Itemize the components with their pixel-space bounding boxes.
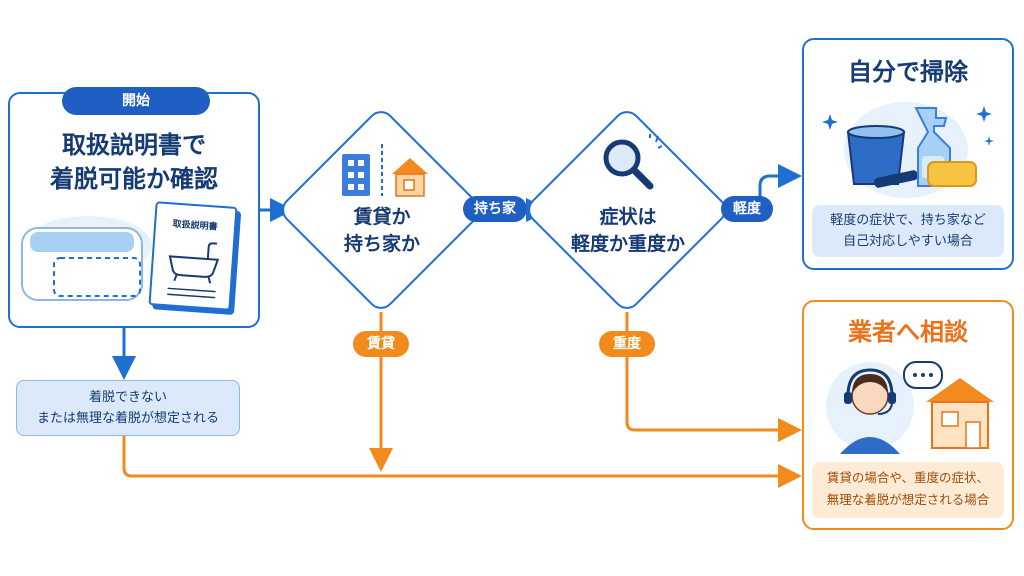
decision2-text: 症状は 軽度か重度か [568,204,688,258]
outcome-self-title: 自分で掃除 [848,58,968,86]
self-desc-line2: 自己対応しやすい場合 [843,234,973,249]
vendor-desc-line1: 賃貸の場合や、重度の症状、 [826,470,990,485]
outcome-self-desc: 軽度の症状で、持ち家など 自己対応しやすい場合 [812,205,1004,257]
label-mild: 軽度 [721,196,773,222]
decision1-text: 賃貸か 持ち家か [326,204,438,258]
outcome-vendor-desc: 賃貸の場合や、重度の症状、 無理な着脱が想定される場合 [812,462,1004,518]
tub-sketch-icon [167,242,220,299]
not-removable-note: 着脱できない または無理な着脱が想定される [16,380,240,436]
start-badge: 開始 [62,87,210,115]
decision2-line2: 軽度か重度か [570,233,685,255]
decision2-line1: 症状は [599,206,657,228]
label-severe: 重度 [599,331,655,357]
cleaning-supplies-illustration [822,102,994,198]
start-title-line1: 取扱説明書で [62,131,206,159]
decision1-line1: 賃貸か [353,206,411,228]
manual-booklet: 取扱説明書 [148,201,238,311]
start-title-line2: 着脱可能か確認 [50,165,218,193]
decision1-line2: 持ち家か [343,233,420,255]
arrow-severe-to-vendor [625,356,802,442]
label-owned: 持ち家 [463,196,527,222]
note-line1: 着脱できない [88,390,167,405]
outcome-vendor-title: 業者へ相談 [848,318,968,346]
self-desc-line1: 軽度の症状で、持ち家など [830,213,986,228]
path-note-to-vendor [122,436,802,488]
label-rental: 賃貸 [353,331,409,357]
start-title: 取扱説明書で 着脱可能か確認 [14,128,254,196]
note-line2: または無理な着脱が想定される [36,411,219,426]
bathtub-illustration [21,216,152,301]
building-house-icon [342,144,428,197]
operator-illustration [826,361,994,454]
vendor-desc-line2: 無理な着脱が想定される場合 [826,492,990,507]
manual-label: 取扱説明書 [172,219,218,233]
magnifier-icon [603,134,662,190]
